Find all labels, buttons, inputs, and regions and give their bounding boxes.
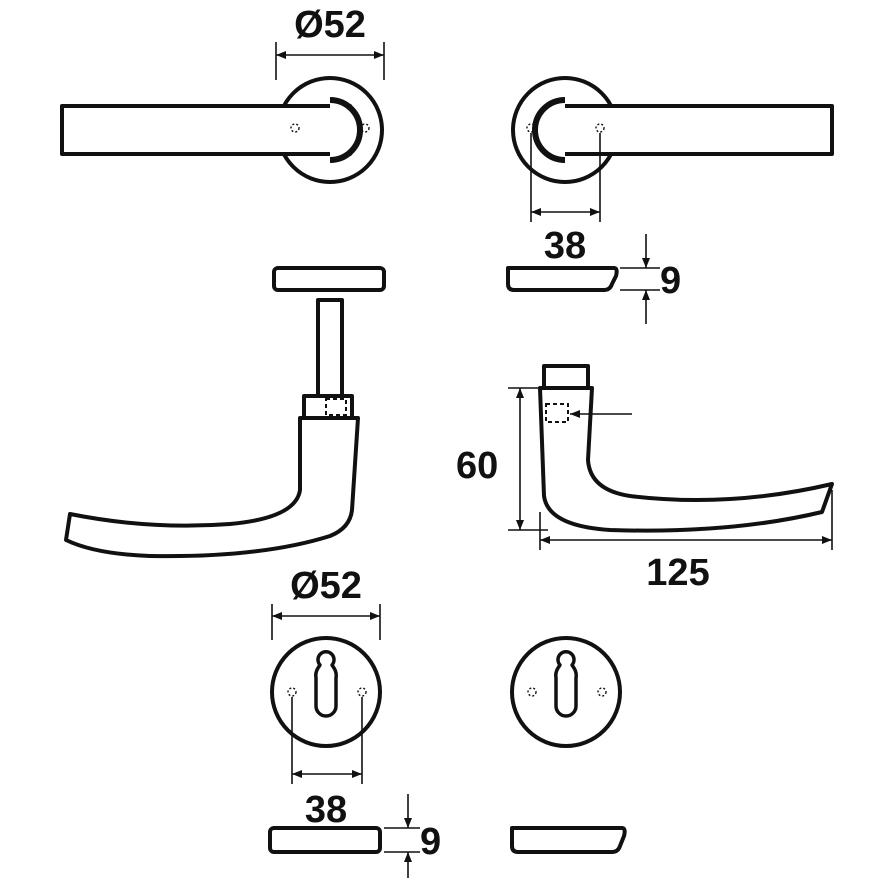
screw-hole [357,687,367,697]
spindle [316,298,344,400]
escutcheon-plate-side-left [268,826,382,854]
screw-hole [526,123,536,133]
lever-top-view-right: 38 [511,76,834,267]
screw-hole [287,687,297,697]
dim-rosette-diameter-bottom: Ø52 [290,565,362,607]
escutcheon-front-right [510,636,622,748]
hidden-grub-screw [545,403,569,423]
keyhole [554,649,578,718]
screw-hole [595,123,605,133]
dim-rosette-diameter-top: Ø52 [294,4,366,46]
lever-top-view-left: Ø52 [60,4,385,184]
dim-rosette-thickness-bottom: 9 [420,821,441,863]
collar [542,364,590,390]
rose-plate-side-left [272,266,386,292]
keyhole [314,649,338,718]
dim-screw-spacing-bottom: 38 [305,789,347,831]
screw-hole [290,123,300,133]
screw-hole [597,687,607,697]
dim-screw-spacing-top: 38 [544,225,586,267]
lever-body [64,416,360,559]
escutcheon-plate-side-right [510,826,627,854]
screw-hole [527,687,537,697]
escutcheon-front-left: Ø52 38 [270,565,382,831]
lever-neck [329,97,363,163]
lever-side-view-right: 60 125 [456,364,834,594]
dim-lever-length: 125 [646,552,709,594]
lever-arm [60,104,352,156]
dim-rosette-thickness-top: 9 [660,260,681,302]
lever-side-view-left [64,298,360,559]
dim-lever-height: 60 [456,445,498,487]
rose-plate-side-right [506,266,619,292]
hidden-grub-screw [325,398,347,416]
lever-body [538,386,834,533]
lever-arm [546,104,834,156]
screw-hole [360,123,370,133]
dim-thickness-bottom-group: 9 [384,794,441,878]
dim-thickness-top-group: 9 [620,234,681,324]
